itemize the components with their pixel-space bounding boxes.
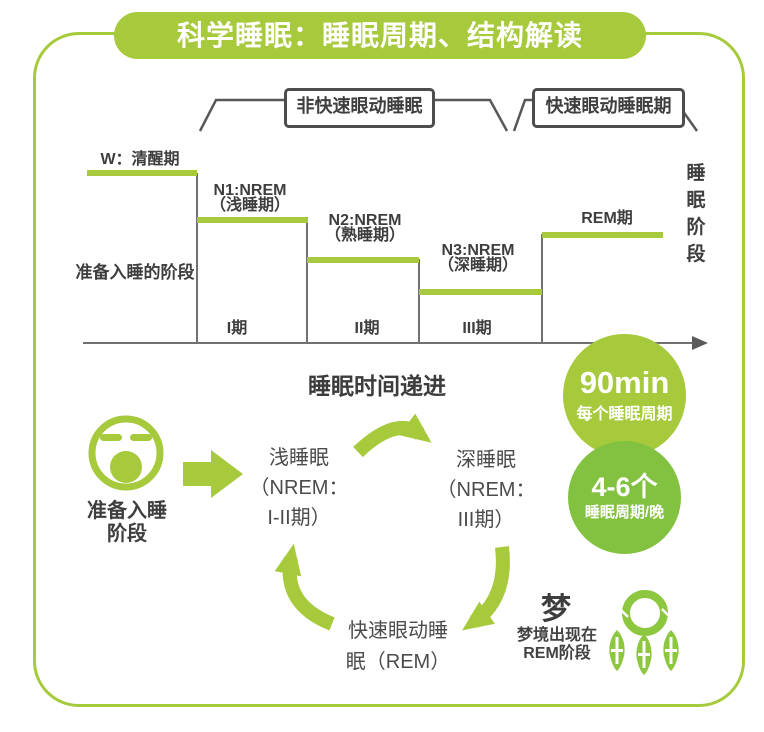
rem-sleep-line2: 眠（REM） <box>345 651 451 673</box>
dream-description: 梦境出现在 REM阶段 <box>517 627 597 663</box>
light-sleep-label: 浅睡眠 （NREM： I-II期） <box>250 443 349 533</box>
phase-3-label: III期 <box>462 320 492 337</box>
rem-sleep-label: 快速眼动睡 眠（REM） <box>346 616 450 678</box>
n3-name: N3:NREM <box>441 242 515 259</box>
dreamcatcher-feathers <box>609 630 679 675</box>
page-title: 科学睡眠：睡眠周期、结构解读 <box>114 12 646 59</box>
n1-sub: （浅睡期） <box>209 197 291 214</box>
bar-wake <box>87 170 197 176</box>
deep-sleep-label: 深睡眠 （NREM： III期） <box>437 445 536 535</box>
cycle-arrow-deep-to-rem <box>462 546 510 631</box>
prep-stage-label: 准备入睡的阶段 <box>75 263 195 282</box>
cycle-arrow-rem-to-light <box>274 543 335 631</box>
bar-rem <box>542 232 663 238</box>
badge-cycle-duration-label: 每个睡眠周期 <box>576 405 673 423</box>
badge-cycles-per-night-label: 睡眠周期/晚 <box>584 504 665 522</box>
wake-stage-label: W：清醒期 <box>100 151 180 168</box>
rem-bracket-label: 快速眼动睡眠期 <box>532 88 685 128</box>
badge-cycle-duration-value: 90min <box>579 365 670 401</box>
rem-sleep-line1: 快速眼动睡 <box>347 620 448 642</box>
badge-cycles-per-night-value: 4-6个 <box>591 471 658 502</box>
cycle-arrows <box>274 413 510 631</box>
light-sleep-line1: 浅睡眠 <box>268 447 329 469</box>
light-sleep-line3: I-II期） <box>267 507 331 529</box>
cycle-arrow-light-to-deep <box>353 413 432 458</box>
n2-stage-label: N2:NREM （熟睡期） <box>324 212 406 244</box>
y-axis-label: 睡眠阶段 <box>686 163 706 265</box>
light-sleep-line2: （NREM： <box>249 477 349 499</box>
n2-sub: （熟睡期） <box>324 227 406 244</box>
bar-n1 <box>197 217 308 223</box>
deep-sleep-line3: III期） <box>457 509 515 531</box>
prep-cycle-label: 准备入睡 阶段 <box>87 500 167 546</box>
dream-desc-line1: 梦境出现在 <box>516 627 598 644</box>
phase-2-label: II期 <box>354 320 380 337</box>
n1-name: N1:NREM <box>213 182 287 199</box>
prep-cycle-line2: 阶段 <box>107 523 147 545</box>
n1-stage-label: N1:NREM （浅睡期） <box>209 182 291 214</box>
right-arrow-icon <box>183 450 243 498</box>
yawning-face-icon <box>88 415 164 491</box>
badge-cycle-duration: 90min 每个睡眠周期 <box>563 334 686 457</box>
deep-sleep-line2: （NREM： <box>436 479 536 501</box>
rem-stage-label: REM期 <box>581 210 633 227</box>
prep-cycle-line1: 准备入睡 <box>87 500 167 522</box>
n2-name: N2:NREM <box>328 212 402 229</box>
nrem-bracket-lines <box>198 98 509 132</box>
deep-sleep-line1: 深睡眠 <box>455 449 516 471</box>
x-axis-title: 睡眠时间递进 <box>308 373 446 399</box>
dream-title: 梦 <box>541 593 571 626</box>
badge-cycles-per-night: 4-6个 睡眠周期/晚 <box>568 441 681 554</box>
phase-1-label: I期 <box>226 320 248 337</box>
n3-sub: （深睡期） <box>437 257 519 274</box>
nrem-bracket-label: 非快速眼动睡眠 <box>284 88 435 128</box>
bar-n2 <box>307 257 419 263</box>
n3-stage-label: N3:NREM （深睡期） <box>437 242 519 274</box>
x-axis-arrow-icon <box>692 336 708 350</box>
bar-n3 <box>419 289 542 295</box>
stage-bars <box>87 170 663 295</box>
dream-desc-line2: REM阶段 <box>523 645 591 662</box>
dreamcatcher-icon <box>609 590 679 675</box>
